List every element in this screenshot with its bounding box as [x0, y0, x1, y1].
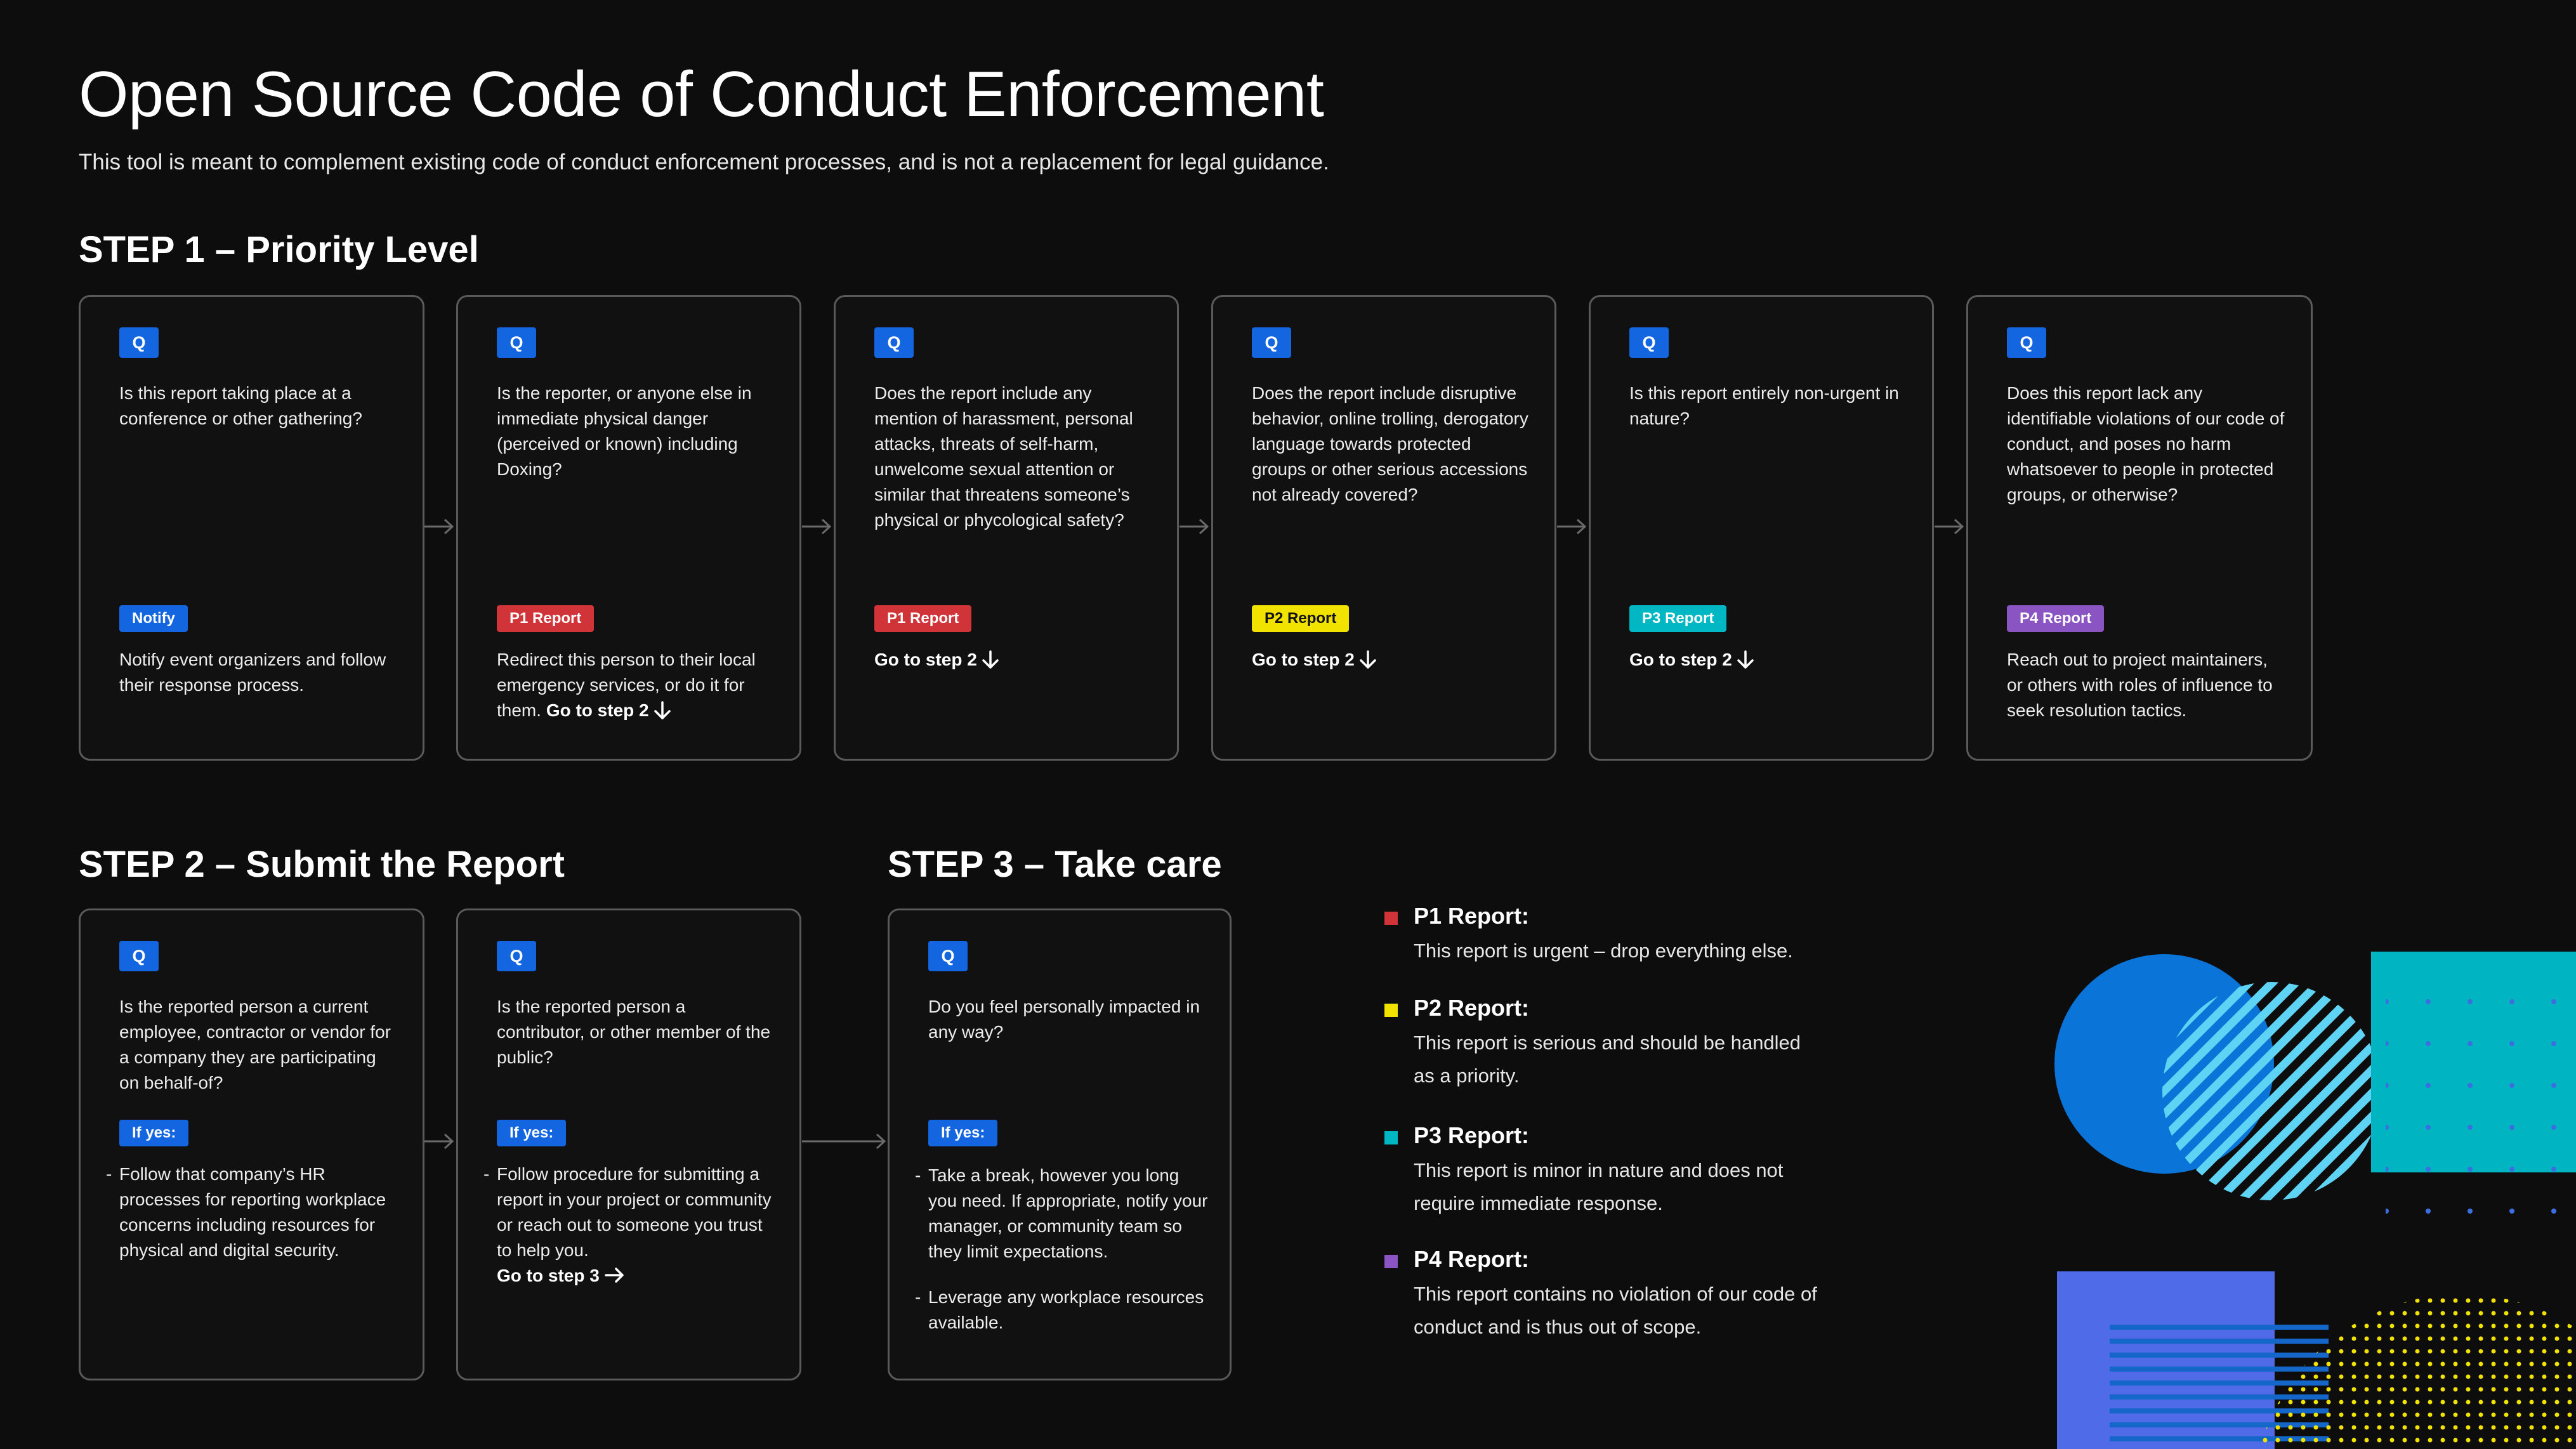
step1-card-6: Q Does this report lack any identifiable… — [1966, 295, 2313, 761]
goto-label: Go to step 2 — [1252, 650, 1355, 669]
goto-label: Go to step 3 — [497, 1266, 600, 1285]
p4-report-tag: P4 Report — [2007, 605, 2105, 632]
flow-arrow-icon — [1557, 518, 1587, 535]
question-text: Does the report include any mention of h… — [874, 383, 1133, 530]
result-text: Redirect this person to their local emer… — [497, 647, 777, 723]
arrow-down-icon — [1737, 650, 1754, 669]
legend-description: This report is minor in nature and does … — [1414, 1159, 1784, 1214]
notify-tag: Notify — [119, 605, 188, 632]
question-badge: Q — [497, 941, 536, 971]
if-yes-tag: If yes: — [119, 1120, 189, 1146]
step1-heading: STEP 1 – Priority Level — [79, 229, 479, 270]
striped-circle — [2162, 982, 2381, 1200]
bullet-list: -Follow that company’s HR processes for … — [106, 1162, 404, 1283]
flow-arrow-icon — [424, 518, 454, 535]
p3-report-tag: P3 Report — [1629, 605, 1727, 632]
decorative-illustration — [2054, 952, 2576, 1449]
step2-card-1: Q Is the reported person a current emplo… — [79, 908, 424, 1380]
goto-label: Go to step 2 — [1629, 650, 1732, 669]
question-badge: Q — [119, 327, 159, 358]
bullet-list: -Take a break, however you long you need… — [915, 1163, 1211, 1356]
step2-heading: STEP 2 – Submit the Report — [79, 844, 565, 885]
result-text: Notify event organizers and follow their… — [119, 650, 386, 695]
question-text: Do you feel personally impacted in any w… — [928, 997, 1200, 1042]
page-title: Open Source Code of Conduct Enforcement — [79, 59, 1324, 130]
step1-card-2: Q Is the reporter, or anyone else in imm… — [456, 295, 801, 761]
list-item: -Leverage any workplace resources availa… — [915, 1287, 1204, 1332]
legend-title: P1 Report: — [1414, 903, 1530, 929]
legend-swatch — [1384, 1004, 1398, 1017]
legend-title: P3 Report: — [1414, 1122, 1530, 1148]
list-item: -Take a break, however you long you need… — [915, 1165, 1208, 1261]
question-text: Is this report taking place at a confere… — [119, 383, 362, 428]
legend-description: This report is serious and should be han… — [1414, 1032, 1801, 1087]
result-text: Go to step 2 — [874, 647, 1154, 672]
question-badge: Q — [119, 941, 159, 971]
arrow-down-icon — [1360, 650, 1376, 669]
go-to-step-2-link[interactable]: Go to step 2 — [1629, 650, 1754, 669]
indigo-block — [2057, 1271, 2275, 1449]
question-text: Is the reported person a contributor, or… — [497, 997, 771, 1067]
legend-description: This report is urgent – drop everything … — [1414, 940, 1793, 962]
go-to-step-2-link[interactable]: Go to step 2 — [546, 700, 671, 720]
question-badge: Q — [1252, 327, 1291, 358]
question-badge: Q — [2007, 327, 2046, 358]
arrow-down-icon — [654, 701, 671, 719]
go-to-step-3-link[interactable]: Go to step 3 — [497, 1266, 625, 1285]
step3-heading: STEP 3 – Take care — [888, 844, 1222, 885]
legend-description: This report contains no violation of our… — [1414, 1283, 1817, 1338]
result-text: Reach out to project maintainers, or oth… — [2007, 650, 2273, 720]
goto-label: Go to step 2 — [546, 700, 649, 720]
question-badge: Q — [928, 941, 968, 971]
question-text: Is the reported person a current employe… — [119, 997, 391, 1092]
question-text: Is the reporter, or anyone else in immed… — [497, 383, 752, 479]
go-to-step-2-link[interactable]: Go to step 2 — [1252, 650, 1376, 669]
legend-swatch — [1384, 1131, 1398, 1144]
result-body: Redirect this person to their local emer… — [497, 650, 756, 720]
question-badge: Q — [497, 327, 536, 358]
legend-swatch — [1384, 1255, 1398, 1268]
step3-card: Q Do you feel personally impacted in any… — [888, 908, 1232, 1380]
step1-card-1: Q Is this report taking place at a confe… — [79, 295, 424, 761]
goto-label: Go to step 2 — [874, 650, 977, 669]
go-to-step-2-link[interactable]: Go to step 2 — [874, 650, 999, 669]
flow-arrow-icon — [424, 1133, 454, 1150]
p2-report-tag: P2 Report — [1252, 605, 1350, 632]
question-badge: Q — [1629, 327, 1669, 358]
step1-card-5: Q Is this report entirely non-urgent in … — [1589, 295, 1934, 761]
legend-swatch — [1384, 912, 1398, 925]
p1-report-tag: P1 Report — [874, 605, 972, 632]
flow-arrow-icon — [802, 1133, 886, 1150]
if-yes-tag: If yes: — [928, 1120, 998, 1146]
arrow-down-icon — [982, 650, 999, 669]
question-text: Does this report lack any identifiable v… — [2007, 383, 2285, 504]
step2-card-2: Q Is the reported person a contributor, … — [456, 908, 801, 1380]
bullet-list: -Follow procedure for submitting a repor… — [483, 1162, 780, 1288]
page-subtitle: This tool is meant to complement existin… — [79, 150, 1329, 174]
step1-card-4: Q Does the report include disruptive beh… — [1211, 295, 1556, 761]
flow-arrow-icon — [1180, 518, 1209, 535]
arrow-right-icon — [605, 1268, 624, 1283]
list-item: -Follow procedure for submitting a repor… — [483, 1164, 772, 1260]
go-to-step-3-row: Go to step 3 — [483, 1263, 780, 1288]
flow-arrow-icon — [802, 518, 832, 535]
if-yes-tag: If yes: — [497, 1120, 567, 1146]
question-text: Is this report entirely non-urgent in na… — [1629, 383, 1899, 428]
result-text: Go to step 2 — [1252, 647, 1532, 672]
question-badge: Q — [874, 327, 914, 358]
list-item: -Follow that company’s HR processes for … — [106, 1164, 386, 1260]
result-text: Go to step 2 — [1629, 647, 1909, 672]
legend-title: P2 Report: — [1414, 995, 1530, 1021]
legend-title: P4 Report: — [1414, 1246, 1530, 1272]
dot-grid — [2386, 977, 2576, 1243]
flow-arrow-icon — [1935, 518, 1964, 535]
step1-card-3: Q Does the report include any mention of… — [834, 295, 1179, 761]
question-text: Does the report include disruptive behav… — [1252, 383, 1528, 504]
p1-report-tag: P1 Report — [497, 605, 595, 632]
